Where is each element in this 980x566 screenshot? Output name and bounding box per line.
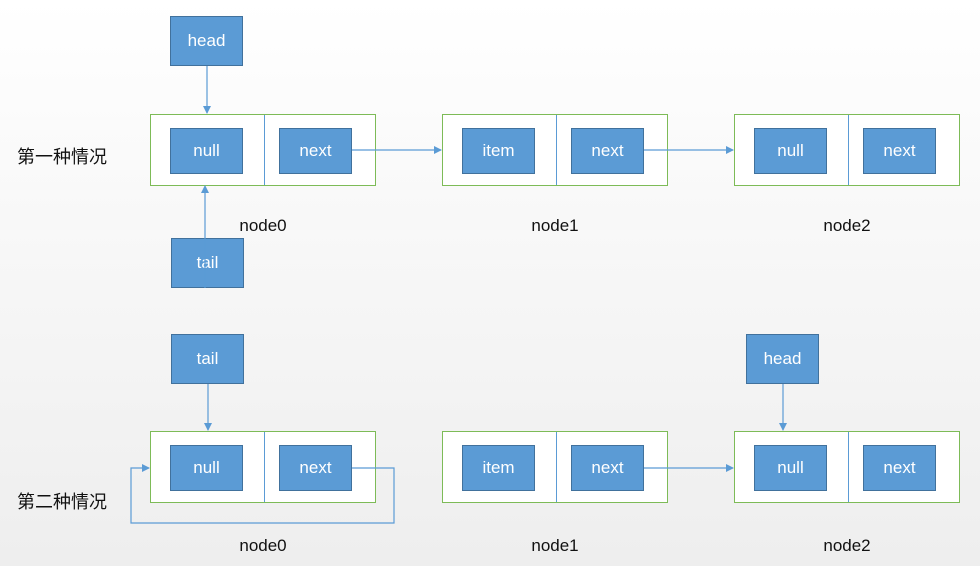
node-divider <box>848 432 849 502</box>
case1-node1-next-field: next <box>571 128 644 174</box>
case2-node0: null next <box>150 431 376 503</box>
case1-label: 第一种情况 <box>17 147 107 168</box>
case2-node2: null next <box>734 431 960 503</box>
case2-node1: item next <box>442 431 668 503</box>
case2-node0-left-field: null <box>170 445 243 491</box>
case1-node0-label: node0 <box>239 216 287 235</box>
node-divider <box>264 432 265 502</box>
case1-node2: null next <box>734 114 960 186</box>
case2-node0-label: node0 <box>239 536 287 555</box>
case2-self-loop-arrow <box>130 464 395 524</box>
case2-node1-left-field: item <box>462 445 535 491</box>
case1-node0-left-field: null <box>170 128 243 174</box>
case2-head-pointer: head <box>746 334 819 384</box>
node-divider <box>848 115 849 185</box>
case1-node1-left-field: item <box>462 128 535 174</box>
case2-node1-next-field: next <box>571 445 644 491</box>
case1-tail-pointer: tail <box>171 238 244 288</box>
case1-node2-label: node2 <box>823 216 871 235</box>
case1-node1: item next <box>442 114 668 186</box>
case1-node2-next-field: next <box>863 128 936 174</box>
case2-node2-next-field: next <box>863 445 936 491</box>
case2-label: 第二种情况 <box>17 492 107 513</box>
case2-node1-label: node1 <box>531 536 579 555</box>
case2-tail-pointer: tail <box>171 334 244 384</box>
case2-node0-next-field: next <box>279 445 352 491</box>
case1-node0-next-field: next <box>279 128 352 174</box>
node-divider <box>556 432 557 502</box>
case1-node1-label: node1 <box>531 216 579 235</box>
case2-node2-label: node2 <box>823 536 871 555</box>
case1-node2-left-field: null <box>754 128 827 174</box>
case2-node2-left-field: null <box>754 445 827 491</box>
case1-head-pointer: head <box>170 16 243 66</box>
node-divider <box>264 115 265 185</box>
node-divider <box>556 115 557 185</box>
